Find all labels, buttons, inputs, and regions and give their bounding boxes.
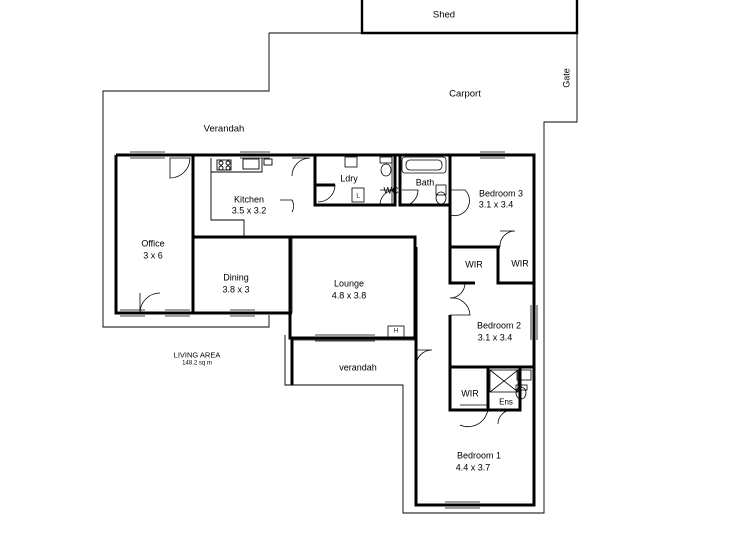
- office-size: 3 x 6: [143, 250, 163, 261]
- bedroom3-name: Bedroom 3: [478, 188, 524, 199]
- lounge-name: Lounge: [333, 278, 365, 289]
- windows: [120, 151, 538, 509]
- shed-label: Shed: [432, 9, 456, 21]
- bedroom3-size: 3.1 x 3.4: [478, 199, 514, 210]
- ens-label: Ens: [499, 397, 513, 407]
- office-name: Office: [141, 238, 165, 249]
- laundry-l-mark: L: [356, 193, 360, 200]
- wet-fixtures: [344, 156, 532, 400]
- doors: [139, 157, 516, 428]
- wc-label: WC: [383, 185, 399, 196]
- kitchen-bench: [210, 158, 273, 237]
- lounge-size: 4.8 x 3.8: [331, 290, 367, 301]
- bedroom1-size: 4.4 x 3.7: [455, 462, 491, 473]
- verandah-top-label: Verandah: [203, 123, 245, 135]
- bedroom2-size: 3.1 x 3.4: [477, 332, 513, 343]
- kitchen-name: Kitchen: [233, 194, 265, 205]
- dining-name: Dining: [223, 272, 249, 283]
- gate-label: Gate: [561, 68, 572, 88]
- bedroom1-name: Bedroom 1: [456, 450, 502, 461]
- living-area-label: LIVING AREA: [173, 350, 221, 360]
- wir-ens-label: WIR: [461, 388, 479, 399]
- hall-lines: [291, 237, 416, 341]
- living-area-value: 148.2 sq m: [182, 360, 212, 367]
- wir-right-label: WIR: [511, 258, 529, 269]
- site-outline: [102, 0, 579, 514]
- laundry-label: Ldry: [340, 173, 358, 184]
- heater-mark: H: [393, 328, 399, 335]
- bath-label: Bath: [415, 177, 435, 188]
- dining-size: 3.8 x 3: [222, 284, 250, 295]
- verandah-bottom-label: verandah: [339, 362, 377, 373]
- bedroom2-name: Bedroom 2: [476, 320, 522, 331]
- kitchen-size: 3.5 x 3.2: [231, 205, 267, 216]
- carport-label: Carport: [449, 88, 481, 100]
- wir-left-label: WIR: [465, 259, 483, 270]
